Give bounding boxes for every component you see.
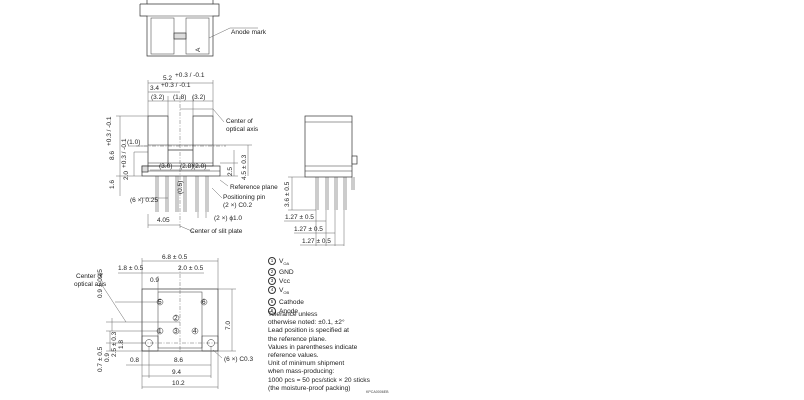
center-slit-plate-label: Center of slit plate [190,228,243,235]
center-optical-axis-bot-1: Center of [76,273,103,280]
note-line: Lead position is specified at [268,327,350,335]
dim-w34-tol: +0.3 / -0.1 [161,82,191,89]
svg-text:6: 6 [202,299,206,306]
dim-h20: 2.0 [123,171,130,180]
dim-p28: (2.8) [180,163,193,170]
dim-bot-h25: 2.5 ± 0.3 [111,331,118,357]
anode-letter: A [195,47,202,52]
positioning-pin-2: (2 ×) C0.2 [223,202,252,209]
dim-bot-w08: 0.8 [130,357,139,364]
dim-bot-h18: 1.8 [118,340,125,349]
dim-bot-h09b: 0.9 [104,353,111,362]
dim-p20: (2.0) [193,163,206,170]
dim-bot-w20: 2.0 ± 0.5 [178,265,204,272]
note-line: the reference plane. [268,335,327,343]
dim-bot-w68: 6.8 ± 0.5 [162,254,188,261]
anode-mark-label: Anode mark [231,29,267,36]
note-line: Values in parentheses indicate [268,343,358,351]
dim-bot-w18: 1.8 ± 0.5 [118,265,144,272]
dim-p32a: (3.2) [151,94,164,101]
dim-h45: 4.5 ± 0.3 [241,154,248,180]
dim-bot-w94: 9.4 [172,369,181,376]
dim-p30: (3.0) [159,163,172,170]
dim-bot-w102: 10.2 [172,380,185,387]
notes: Tolerance unless otherwise noted: ±0.1, … [268,311,370,393]
dim-side-p2: 1.27 ± 0.5 [294,226,323,233]
dim-side-p3: 1.27 ± 0.5 [302,238,331,245]
bottom-pins: 5 6 1 2 3 4 [156,298,208,335]
dim-h20-tol: +0.3 / -0.1 [121,138,128,168]
note-line: Tolerance unless [268,311,318,318]
dim-w34: 3.4 [150,85,159,92]
note-line: when mass-producing: [268,368,335,376]
note-line: (the moisture-proof packing) [268,384,351,392]
svg-text:3: 3 [174,328,178,335]
dim-bot-w09: 0.9 [150,277,159,284]
drawing-code: KPCA0006EB [366,390,389,394]
dim-w52: 5.2 [163,75,172,82]
note-line: otherwise noted: ±0.1, ±2° [268,319,345,327]
dim-p10: (1.0) [127,139,140,146]
dim-h16: 1.6 [109,180,116,189]
dim-p05: (0.5) [177,181,184,194]
bottom-view: 5 6 1 2 3 4 6.8 ± 0.5 1.8 ± 0.5 2.0 ± 0.… [74,254,253,389]
svg-text:4: 4 [193,328,197,335]
svg-text:5: 5 [158,299,162,306]
dim-w405: 4.05 [157,217,170,224]
front-view: 5.2 +0.3 / -0.1 3.4 +0.3 / -0.1 (3.2) (1… [106,72,278,235]
dim-bot-h09: 0.9 ± 0.45 [97,269,104,298]
dim-h86: 8.6 [109,151,116,160]
note-line: 1000 pcs = 50 pcs/stick × 20 sticks [268,376,370,384]
dim-p18: (1.8) [173,94,186,101]
dim-w52-tol: +0.3 / -0.1 [175,72,205,79]
dim-bot-h07: 0.7 ± 0.5 [97,346,104,372]
center-optical-axis-top-2: optical axis [226,126,259,133]
svg-text:1: 1 [158,328,162,335]
dim-c2: (2 ×) ϕ1.0 [214,215,242,222]
side-view: 3.6 ± 0.5 1.27 ± 0.5 1.27 ± 0.5 1.27 ± 0… [284,115,358,246]
svg-text:2: 2 [174,315,178,322]
dim-side-p1: 1.27 ± 0.5 [285,214,314,221]
dim-bot-h70: 7.0 [225,321,232,330]
note-line: Unit of minimum shipment [268,360,345,368]
dim-bot-c03: (6 ×) C0.3 [224,356,253,363]
top-view: A Anode mark [139,0,267,57]
positioning-pin-1: Positioning pin [223,194,266,201]
center-optical-axis-top-1: Center of [226,118,253,125]
reference-plane-label: Reference plane [230,184,278,191]
note-line: reference values. [268,352,319,360]
dim-h25: 2.5 [227,167,234,176]
dim-c6: (6 ×) 0.25 [130,197,158,204]
dim-p32b: (3.2) [192,94,205,101]
dim-bot-w86: 8.6 [174,357,183,364]
center-optical-axis-bot-2: optical axis [74,281,107,288]
dim-side-h36: 3.6 ± 0.5 [284,181,291,207]
dim-h86-tol: +0.3 / -0.1 [106,116,113,146]
